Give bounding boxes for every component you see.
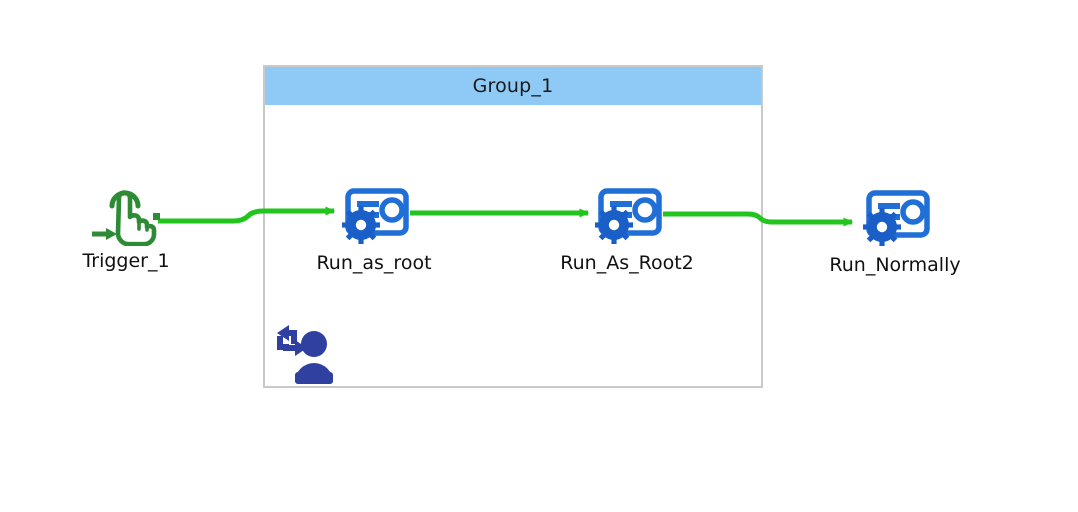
- server-gear-icon: [342, 188, 409, 244]
- node-run-as-root[interactable]: Run_as_root: [300, 186, 448, 274]
- node-label-trigger-1: Trigger_1: [82, 250, 170, 272]
- node-trigger-1[interactable]: Trigger_1: [62, 184, 190, 272]
- node-label-run-normally: Run_Normally: [829, 254, 961, 276]
- group-run-as-user-badge[interactable]: [259, 322, 337, 388]
- group-title: Group_1: [472, 75, 554, 97]
- node-label-run-as-root-2: Run_As_Root2: [560, 252, 694, 274]
- click-trigger-icon: [92, 190, 160, 246]
- server-gear-icon: [595, 188, 662, 244]
- server-gear-icon: [863, 190, 930, 246]
- node-label-run-as-root: Run_as_root: [316, 252, 432, 274]
- group-header[interactable]: Group_1: [265, 67, 761, 105]
- node-run-as-root-2[interactable]: Run_As_Root2: [545, 186, 709, 274]
- node-run-normally[interactable]: Run_Normally: [815, 188, 975, 276]
- run-as-user-icon: [277, 325, 333, 384]
